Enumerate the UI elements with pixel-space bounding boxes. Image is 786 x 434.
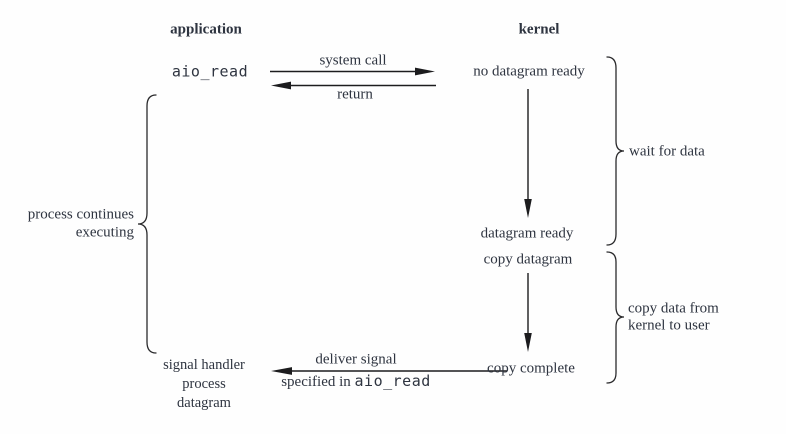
process-continues-label: process continues executing	[28, 207, 134, 242]
kernel-column-header: kernel	[518, 21, 560, 38]
wait-for-data-brace	[606, 56, 625, 246]
signal-handler-line1: signal handler	[163, 357, 245, 373]
signal-handler-line3: datagram	[177, 395, 231, 411]
datagram-ready-label: datagram ready	[480, 225, 574, 242]
copy-data-label: copy data from kernel to user	[628, 301, 719, 334]
aio-read-call-label: aio_read	[171, 62, 249, 81]
no-datagram-ready-label: no datagram ready	[473, 63, 585, 80]
signal-handler-label: signal handler process datagram	[163, 356, 245, 413]
deliver-signal-label: deliver signal	[315, 351, 397, 368]
application-column-header: application	[170, 21, 242, 38]
specified-in-label: specified in aio_read	[281, 373, 431, 391]
specified-in-text: specified in	[281, 374, 351, 390]
system-call-label: system call	[319, 52, 387, 69]
wait-for-data-label: wait for data	[629, 143, 705, 160]
process-continues-line2: executing	[75, 224, 134, 240]
copy-data-line2: kernel to user	[628, 317, 710, 333]
process-continues-line1: process continues	[27, 206, 134, 223]
copy-data-line1: copy data from	[628, 300, 719, 317]
system-call-arrow	[270, 67, 435, 76]
wait-vertical-arrow	[524, 89, 532, 218]
specified-in-code: aio_read	[354, 372, 431, 390]
return-label: return	[337, 86, 373, 103]
copy-complete-label: copy complete	[487, 360, 575, 377]
process-continues-brace	[137, 94, 157, 354]
copy-vertical-arrow	[524, 273, 532, 352]
copy-datagram-label: copy datagram	[483, 251, 573, 268]
copy-data-brace	[606, 251, 625, 384]
signal-handler-line2: process	[182, 376, 226, 392]
deliver-signal-arrow	[271, 367, 507, 375]
return-arrow	[271, 81, 436, 90]
